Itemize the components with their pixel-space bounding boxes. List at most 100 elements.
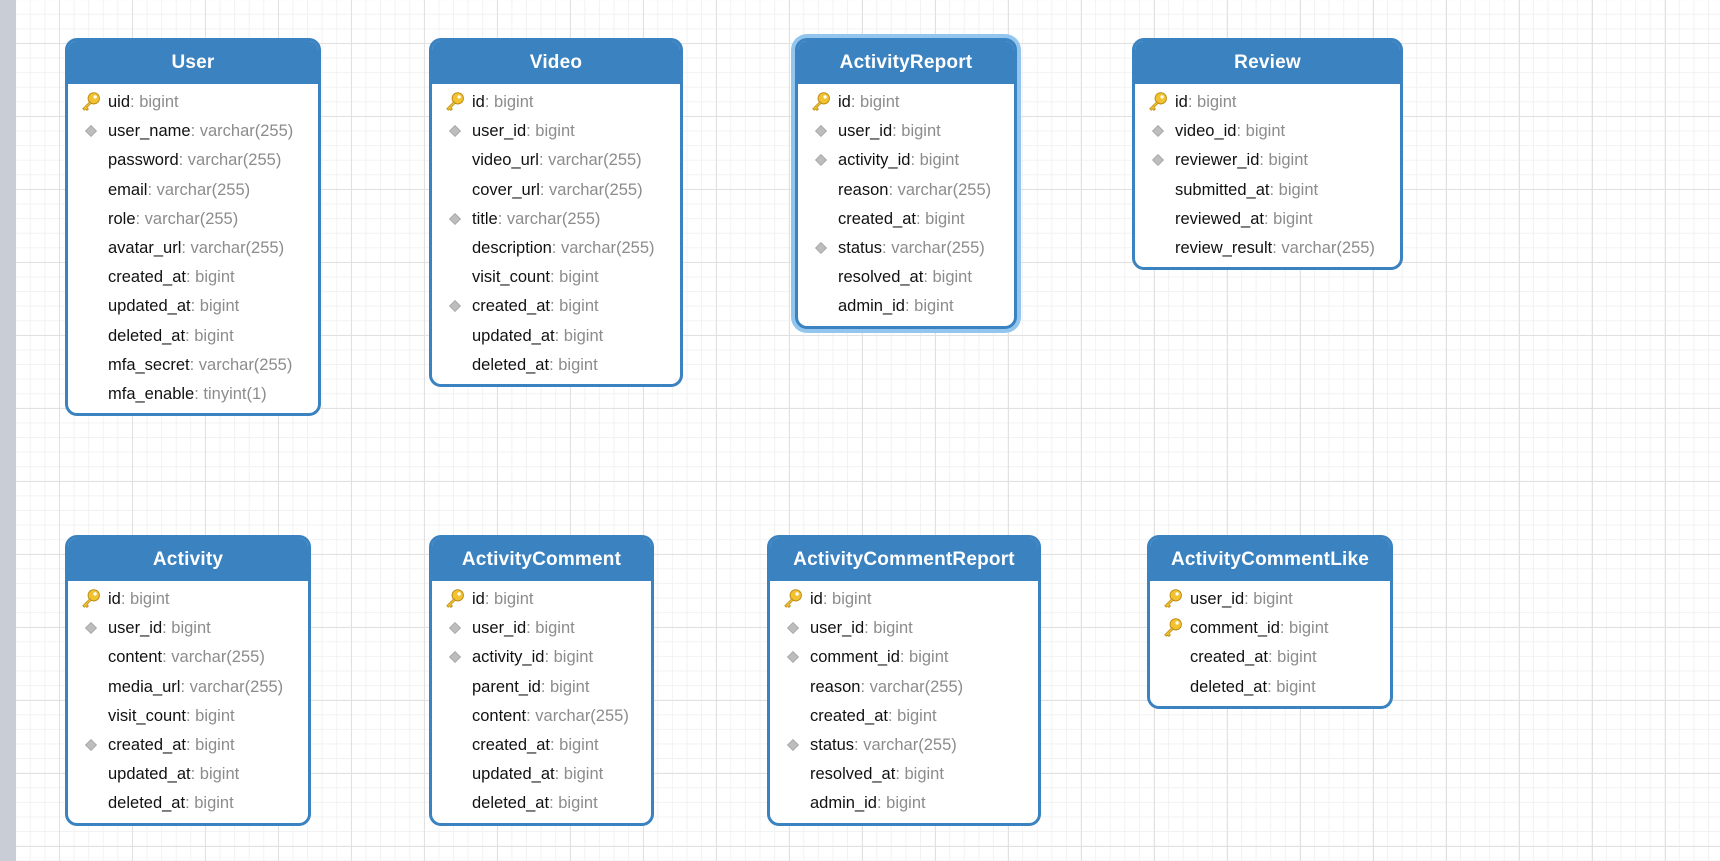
field-row[interactable]: deleted_at: bigint — [68, 322, 318, 351]
field-row[interactable]: title: varchar(255) — [432, 205, 680, 234]
field-row[interactable]: updated_at: bigint — [68, 292, 318, 321]
field-row[interactable]: user_id: bigint — [1150, 585, 1390, 614]
field-type: : bigint — [915, 209, 965, 228]
field-type: : bigint — [910, 151, 960, 170]
field-row[interactable]: user_id: bigint — [770, 614, 1038, 643]
field-name: role — [108, 209, 136, 228]
entity-title[interactable]: Video — [432, 41, 680, 84]
field-row[interactable]: comment_id: bigint — [1150, 614, 1390, 643]
field-row[interactable]: id: bigint — [1135, 88, 1400, 117]
field-row[interactable]: created_at: bigint — [432, 292, 680, 321]
field-name: user_id — [472, 619, 527, 638]
field-row[interactable]: content: varchar(255) — [68, 643, 308, 672]
field-name: resolved_at — [838, 268, 924, 287]
field-type: : bigint — [549, 355, 598, 374]
field-row[interactable]: deleted_at: bigint — [432, 351, 680, 380]
field-row[interactable]: user_id: bigint — [798, 117, 1014, 146]
field-row[interactable]: status: varchar(255) — [798, 234, 1014, 263]
field-type: : bigint — [162, 619, 211, 638]
field-row[interactable]: email: varchar(255) — [68, 176, 318, 205]
field-row[interactable]: reviewed_at: bigint — [1135, 205, 1400, 234]
field-name: user_id — [472, 122, 527, 141]
field-row[interactable]: created_at: bigint — [798, 205, 1014, 234]
field-row[interactable]: media_url: varchar(255) — [68, 673, 308, 702]
field-row[interactable]: submitted_at: bigint — [1135, 176, 1400, 205]
field-row[interactable]: avatar_url: varchar(255) — [68, 234, 318, 263]
entity-title[interactable]: User — [68, 41, 318, 84]
entity-title[interactable]: ActivityCommentLike — [1150, 538, 1390, 581]
field-row[interactable]: user_name: varchar(255) — [68, 117, 318, 146]
field-row[interactable]: created_at: bigint — [432, 731, 651, 760]
entity-title[interactable]: ActivityComment — [432, 538, 651, 581]
field-row[interactable]: resolved_at: bigint — [770, 760, 1038, 789]
field-row[interactable]: user_id: bigint — [432, 117, 680, 146]
field-row[interactable]: content: varchar(255) — [432, 702, 651, 731]
field-row[interactable]: deleted_at: bigint — [1150, 673, 1390, 702]
field-row[interactable]: activity_id: bigint — [432, 643, 651, 672]
field-row[interactable]: cover_url: varchar(255) — [432, 176, 680, 205]
entity-title[interactable]: Review — [1135, 41, 1400, 84]
entity-title[interactable]: ActivityCommentReport — [770, 538, 1038, 581]
field-row[interactable]: updated_at: bigint — [432, 760, 651, 789]
field-row[interactable]: deleted_at: bigint — [432, 789, 651, 818]
field-row[interactable]: created_at: bigint — [1150, 643, 1390, 672]
field-name: review_result — [1175, 238, 1273, 257]
field-type: : varchar(255) — [538, 151, 642, 170]
entity-title[interactable]: ActivityReport — [798, 41, 1014, 84]
field-row[interactable]: user_id: bigint — [432, 614, 651, 643]
field-name: user_id — [838, 122, 893, 141]
field-name: updated_at — [472, 326, 555, 345]
field-row[interactable]: parent_id: bigint — [432, 673, 651, 702]
field-row[interactable]: uid: bigint — [68, 88, 318, 117]
field-row[interactable]: review_result: varchar(255) — [1135, 234, 1400, 263]
field-row[interactable]: admin_id: bigint — [798, 292, 1014, 321]
field-row[interactable]: id: bigint — [798, 88, 1014, 117]
field-row[interactable]: activity_id: bigint — [798, 146, 1014, 175]
field-row[interactable]: id: bigint — [770, 585, 1038, 614]
field-row[interactable]: visit_count: bigint — [68, 702, 308, 731]
field-type: : varchar(255) — [551, 238, 655, 257]
field-row[interactable]: reason: varchar(255) — [770, 673, 1038, 702]
field-row[interactable]: mfa_enable: tinyint(1) — [68, 380, 318, 409]
field-row[interactable]: description: varchar(255) — [432, 234, 680, 263]
field-row[interactable]: comment_id: bigint — [770, 643, 1038, 672]
field-row[interactable]: id: bigint — [68, 585, 308, 614]
field-name: created_at — [810, 706, 888, 725]
field-row[interactable]: visit_count: bigint — [432, 263, 680, 292]
field-row[interactable]: mfa_secret: varchar(255) — [68, 351, 318, 380]
field-row[interactable]: created_at: bigint — [68, 731, 308, 760]
field-type: : bigint — [130, 93, 179, 111]
field-row[interactable]: updated_at: bigint — [68, 760, 308, 789]
field-row[interactable]: status: varchar(255) — [770, 731, 1038, 760]
primary-key-icon — [444, 91, 466, 113]
field-row[interactable]: video_id: bigint — [1135, 117, 1400, 146]
field-row[interactable]: role: varchar(255) — [68, 205, 318, 234]
field-row[interactable]: created_at: bigint — [68, 263, 318, 292]
field-type: : bigint — [923, 268, 972, 287]
field-name: updated_at — [472, 765, 555, 784]
field-row[interactable]: resolved_at: bigint — [798, 263, 1014, 292]
field-row[interactable]: reason: varchar(255) — [798, 176, 1014, 205]
field-row[interactable]: video_url: varchar(255) — [432, 146, 680, 175]
field-row[interactable]: id: bigint — [432, 88, 680, 117]
field-row[interactable]: id: bigint — [432, 585, 651, 614]
field-name: id — [472, 590, 485, 608]
field-row[interactable]: created_at: bigint — [770, 702, 1038, 731]
entity-title[interactable]: Activity — [68, 538, 308, 581]
field-row[interactable]: deleted_at: bigint — [68, 789, 308, 818]
field-row[interactable]: reviewer_id: bigint — [1135, 146, 1400, 175]
field-name: password — [108, 151, 179, 170]
field-row[interactable]: updated_at: bigint — [432, 322, 680, 351]
field-row[interactable]: user_id: bigint — [68, 614, 308, 643]
field-row[interactable]: admin_id: bigint — [770, 789, 1038, 818]
field-row[interactable]: password: varchar(255) — [68, 146, 318, 175]
